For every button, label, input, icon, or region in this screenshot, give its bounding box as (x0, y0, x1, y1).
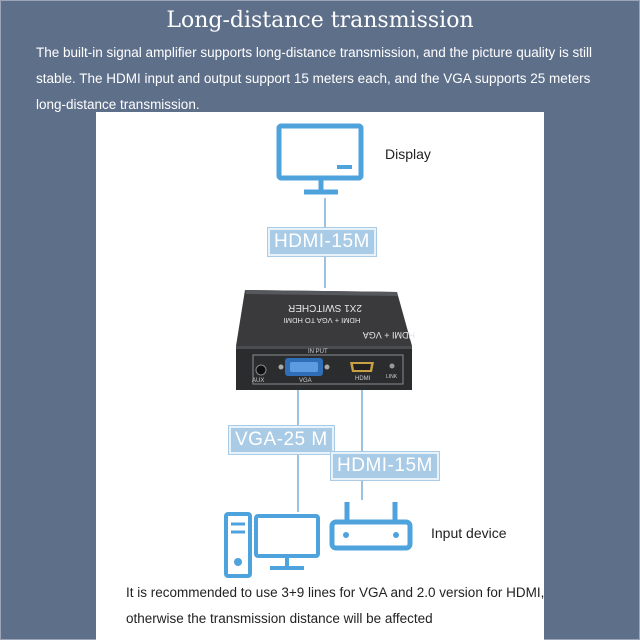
footer-note: It is recommended to use 3+9 lines for V… (126, 585, 545, 626)
device-top-text-2: HDMI + VGA TO HDMI (283, 316, 361, 325)
vga-tag: VGA-25 M (229, 426, 334, 454)
display-label: Display (385, 146, 431, 162)
device-input-label: IN PUT (308, 349, 328, 355)
device-hdmi-label: HDMI (355, 376, 371, 382)
intro-paragraph: The built-in signal amplifier supports l… (36, 45, 593, 112)
hdmi-bottom-tag: HDMI-15M (331, 452, 439, 480)
switcher-device-image (236, 290, 412, 390)
pc-icon (224, 512, 320, 578)
device-vga-label: VGA (299, 378, 312, 384)
page-title: Long-distance transmission (166, 8, 474, 33)
router-icon (329, 502, 413, 551)
hdmi-top-tag: HDMI-15M (268, 228, 376, 256)
monitor-icon (276, 123, 364, 195)
input-device-label: Input device (431, 525, 507, 541)
device-aux-label: AUX (252, 378, 265, 384)
device-brand-text: HDMI + VGA (362, 330, 415, 340)
device-top-text-1: 2X1 SWITCHER (288, 302, 362, 313)
device-link-label: LINK (386, 374, 398, 380)
